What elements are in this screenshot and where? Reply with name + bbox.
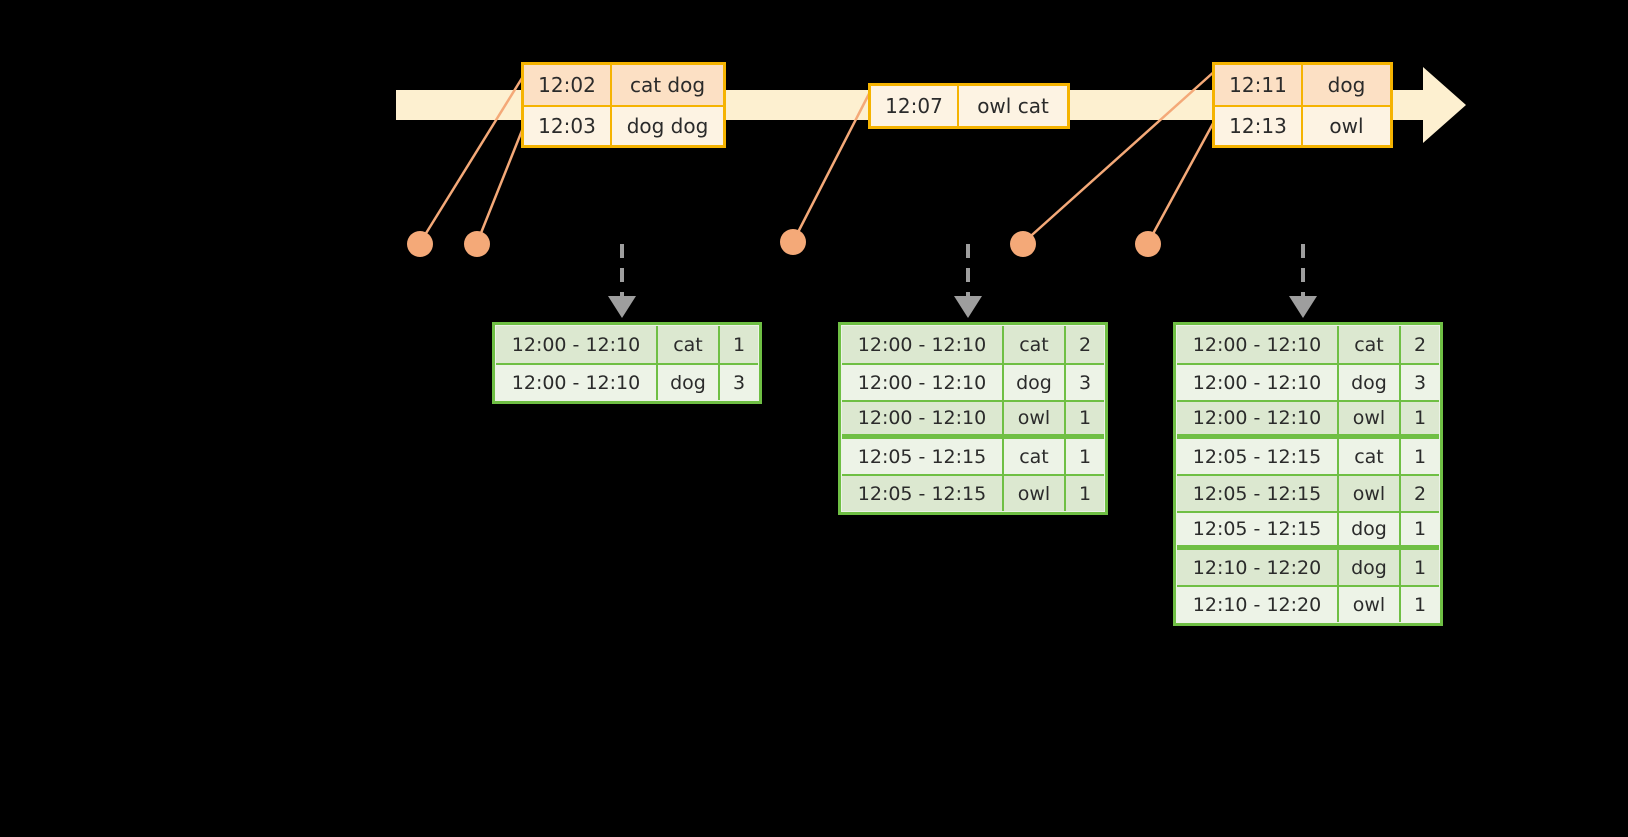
window-cell: 12:00 - 12:10: [1177, 402, 1337, 434]
event-row[interactable]: 12:11 dog: [1215, 65, 1390, 105]
emit-arrow-heads: [608, 296, 1317, 318]
word-cell: cat: [1002, 326, 1064, 363]
event-marker-3[interactable]: [780, 229, 806, 255]
window-cell: 12:05 - 12:15: [1177, 476, 1337, 511]
event-marker-2[interactable]: [464, 231, 490, 257]
count-cell: 1: [718, 326, 758, 363]
event-group-1[interactable]: 12:02 cat dog 12:03 dog dog: [521, 62, 726, 148]
event-words: owl cat: [957, 86, 1067, 126]
word-cell: dog: [1002, 365, 1064, 400]
event-marker-4[interactable]: [1010, 231, 1036, 257]
count-cell: 1: [1399, 402, 1439, 434]
word-cell: owl: [1337, 587, 1399, 622]
word-cell: cat: [1337, 326, 1399, 363]
event-row[interactable]: 12:07 owl cat: [871, 86, 1067, 126]
count-cell: 2: [1399, 476, 1439, 511]
count-cell: 1: [1399, 513, 1439, 545]
word-cell: owl: [1337, 402, 1399, 434]
window-cell: 12:00 - 12:10: [842, 402, 1002, 434]
count-cell: 1: [1399, 550, 1439, 585]
event-group-3[interactable]: 12:11 dog 12:13 owl: [1212, 62, 1393, 148]
count-cell: 1: [1064, 476, 1104, 511]
event-marker-1[interactable]: [407, 231, 433, 257]
event-row[interactable]: 12:13 owl: [1215, 105, 1390, 145]
event-marker-5[interactable]: [1135, 231, 1161, 257]
count-cell: 1: [1064, 402, 1104, 434]
window-cell: 12:00 - 12:10: [496, 365, 656, 400]
event-row[interactable]: 12:03 dog dog: [524, 105, 723, 145]
emit-arrow-head-1: [608, 296, 636, 318]
word-cell: dog: [1337, 365, 1399, 400]
count-cell: 3: [1064, 365, 1104, 400]
event-time: 12:03: [524, 107, 610, 145]
event-group-2[interactable]: 12:07 owl cat: [868, 83, 1070, 129]
window-cell: 12:10 - 12:20: [1177, 587, 1337, 622]
emit-arrow-head-2: [954, 296, 982, 318]
event-time: 12:11: [1215, 65, 1301, 105]
emit-arrow-head-3: [1289, 296, 1317, 318]
word-cell: owl: [1337, 476, 1399, 511]
event-time: 12:02: [524, 65, 610, 105]
window-cell: 12:05 - 12:15: [1177, 513, 1337, 545]
event-words: dog dog: [610, 107, 723, 145]
window-cell: 12:00 - 12:10: [1177, 326, 1337, 363]
event-time: 12:13: [1215, 107, 1301, 145]
window-cell: 12:00 - 12:10: [842, 365, 1002, 400]
word-cell: dog: [1337, 550, 1399, 585]
window-cell: 12:05 - 12:15: [842, 439, 1002, 474]
window-cell: 12:00 - 12:10: [842, 326, 1002, 363]
count-cell: 1: [1064, 439, 1104, 474]
count-cell: 3: [1399, 365, 1439, 400]
window-cell: 12:05 - 12:15: [842, 476, 1002, 511]
count-cell: 1: [1399, 587, 1439, 622]
count-cell: 1: [1399, 439, 1439, 474]
word-cell: cat: [1337, 439, 1399, 474]
event-marker-dots: [407, 229, 1161, 257]
window-cell: 12:10 - 12:20: [1177, 550, 1337, 585]
word-cell: dog: [656, 365, 718, 400]
count-cell: 2: [1399, 326, 1439, 363]
count-cell: 3: [718, 365, 758, 400]
event-row[interactable]: 12:02 cat dog: [524, 65, 723, 105]
event-words: owl: [1301, 107, 1390, 145]
window-cell: 12:00 - 12:10: [496, 326, 656, 363]
word-cell: cat: [656, 326, 718, 363]
emit-arrows: [620, 244, 1305, 300]
word-cell: dog: [1337, 513, 1399, 545]
word-cell: owl: [1002, 476, 1064, 511]
window-cell: 12:00 - 12:10: [1177, 365, 1337, 400]
event-words: cat dog: [610, 65, 723, 105]
window-cell: 12:05 - 12:15: [1177, 439, 1337, 474]
word-cell: owl: [1002, 402, 1064, 434]
event-words: dog: [1301, 65, 1390, 105]
count-cell: 2: [1064, 326, 1104, 363]
word-cell: cat: [1002, 439, 1064, 474]
event-time: 12:07: [871, 86, 957, 126]
